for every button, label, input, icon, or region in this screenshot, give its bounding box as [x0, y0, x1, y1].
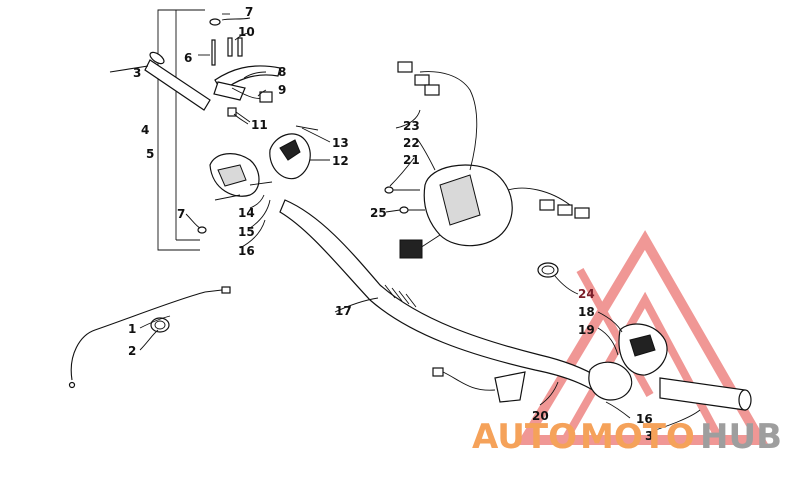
callout-17: 17	[335, 304, 352, 318]
leader-lines	[139, 17, 701, 433]
callout-20: 20	[532, 409, 549, 423]
grip-tube-right	[659, 377, 752, 411]
callout-15: 15	[238, 225, 255, 239]
clip-11	[227, 107, 251, 123]
callout-4: 4	[141, 123, 149, 137]
watermark-text-hub: HUB	[700, 417, 782, 457]
callout-1: 1	[128, 322, 136, 336]
small-hardware	[198, 13, 243, 66]
callout-13: 13	[332, 136, 349, 150]
callout-6: 6	[184, 51, 192, 65]
right-switch-housing	[588, 323, 668, 401]
callout-24: 24	[578, 287, 595, 301]
callout-8: 8	[278, 65, 286, 79]
watermark-text-auto: AUTO	[472, 417, 577, 457]
callout-21: 21	[403, 153, 420, 167]
heated-grip-housing	[384, 61, 590, 259]
callout-22: 22	[403, 136, 420, 150]
callout-19: 19	[578, 323, 595, 337]
nut-7-lower	[197, 226, 207, 234]
callout-2: 2	[128, 344, 136, 358]
callout-18: 18	[578, 305, 595, 319]
callout-9: 9	[278, 83, 286, 97]
switch-housing-12	[269, 125, 331, 180]
callout-3-right: 3	[645, 429, 653, 443]
callout-3-left: 3	[133, 66, 141, 80]
callout-10: 10	[238, 25, 255, 39]
callout-16-right: 16	[636, 412, 653, 426]
watermark-text-moto: MOTO	[580, 417, 695, 457]
grip-tube-upper	[109, 51, 211, 111]
callout-5: 5	[146, 147, 154, 161]
callout-23: 23	[403, 119, 420, 133]
connector-9	[231, 87, 273, 103]
callout-12: 12	[332, 154, 349, 168]
group-bracket	[157, 9, 205, 251]
watermark-wordmark: AUTO MOTO HUB	[472, 417, 782, 457]
callout-7-top: 7	[245, 5, 253, 19]
callout-11: 11	[251, 118, 268, 132]
callout-labels: 1 2 3 4 5 6 7 10 8 9 11 13 12 7 14 15 16…	[128, 5, 653, 443]
harness-20	[432, 367, 526, 403]
callout-7-bottom: 7	[177, 207, 185, 221]
callout-14: 14	[238, 206, 255, 220]
housing-14	[209, 153, 273, 201]
callout-16-left: 16	[238, 244, 255, 258]
clamp-24	[537, 262, 559, 278]
throttle-cable	[68, 286, 231, 389]
callout-25: 25	[370, 206, 387, 220]
